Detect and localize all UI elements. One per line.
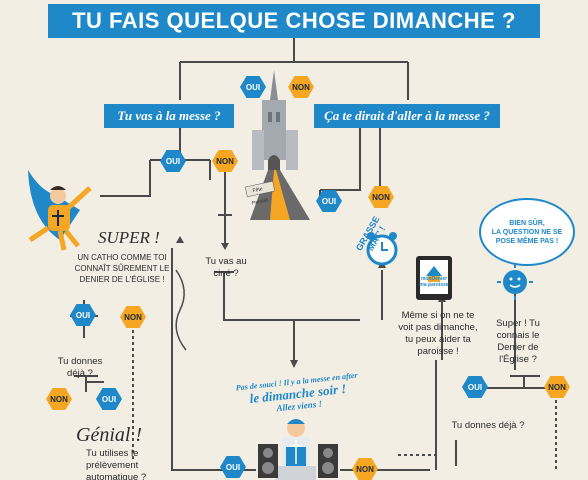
page-title: TU FAIS QUELQUE CHOSE DIMANCHE ? [48, 4, 540, 38]
non-label: NON [544, 376, 570, 398]
super-tu-text: Super ! Tu connais le Denier de l'Église… [496, 318, 540, 365]
non-label: NON [352, 458, 378, 480]
question-messe: Tu vas à la messe ? [104, 104, 234, 128]
oui-label: OUI [160, 150, 186, 172]
donnes-right-text: Tu donnes déjà ? [451, 420, 525, 431]
genial-heading: Génial ! [76, 424, 143, 446]
speaker-icon [258, 444, 338, 478]
non-label: NON [288, 76, 314, 98]
bubble-bien-sur: BIEN SÛR, LA QUESTION NE SE POSE MÊME PA… [479, 198, 575, 266]
donnes-left-text: Tu donnes déjà ? [57, 356, 103, 379]
meme-si-text: Même si on ne te voit pas dimanche, tu p… [398, 310, 478, 357]
alarm-clock-icon [366, 232, 398, 266]
oui-label: OUI [96, 388, 122, 410]
oui-label: OUI [220, 456, 246, 478]
tablet-icon [416, 256, 452, 300]
dj-priest-icon [276, 419, 316, 480]
super-heading: SUPER ! [98, 228, 160, 247]
oui-label: OUI [240, 76, 266, 98]
superhero-icon [28, 170, 92, 251]
prelevement-text: Tu utilises le prélèvement automatique ? [86, 448, 147, 480]
oui-label: OUI [316, 190, 342, 212]
non-label: NON [46, 388, 72, 410]
non-label: NON [120, 306, 146, 328]
oui-label: OUI [70, 304, 96, 326]
church-sign: Fête Paroiss [251, 186, 270, 207]
question-dirait: Ça te dirait d'aller à la messe ? [314, 104, 500, 128]
church-icon [244, 70, 310, 220]
non-label: NON [368, 186, 394, 208]
non-label: NON [212, 150, 238, 172]
super-text: UN CATHO COMME TOI CONNAÎT SÛREMENT LE D… [74, 253, 170, 284]
cine-question: Tu vas au ciné ? [205, 256, 247, 279]
tablet-label: monDenier ma paroisse [419, 276, 449, 288]
oui-label: OUI [462, 376, 488, 398]
